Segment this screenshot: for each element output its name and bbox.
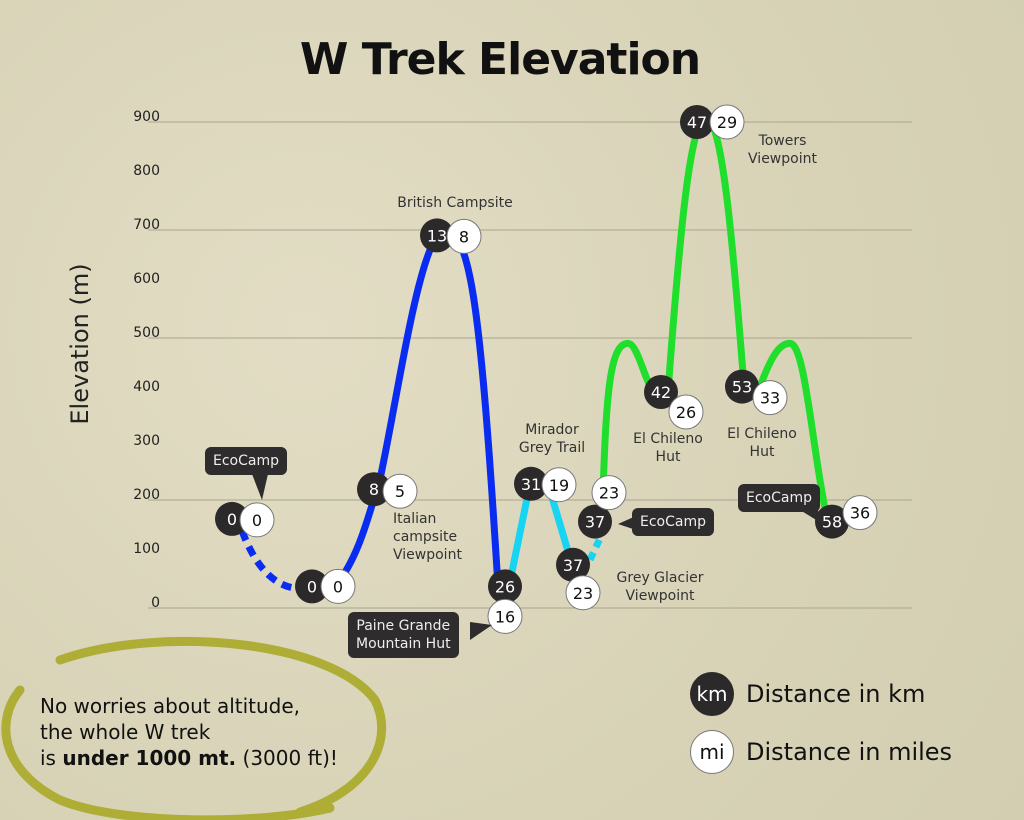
km-value: 0 <box>307 577 317 596</box>
y-tick-label: 100 <box>133 541 160 557</box>
km-marker <box>420 218 454 253</box>
elevation-line <box>586 528 608 562</box>
km-value: 26 <box>495 577 515 596</box>
km-marker <box>578 504 612 539</box>
km-value: 37 <box>563 556 583 575</box>
mi-value: 29 <box>717 113 737 132</box>
y-tick-label: 900 <box>133 109 160 125</box>
waypoint-marker: 53 33 <box>725 369 788 416</box>
km-marker <box>357 472 391 507</box>
mi-marker <box>709 104 745 140</box>
km-marker <box>725 369 759 404</box>
waypoint-marker: 13 8 <box>420 218 482 254</box>
mi-marker <box>382 473 418 509</box>
km-value: 47 <box>687 113 707 132</box>
km-value: 13 <box>427 226 447 245</box>
mi-value: 26 <box>676 403 696 422</box>
mi-value: 23 <box>599 484 619 503</box>
km-value: 58 <box>822 513 842 532</box>
km-marker <box>556 547 590 582</box>
km-value: 37 <box>585 513 605 532</box>
mi-value: 0 <box>333 577 343 596</box>
y-tick-label: 300 <box>133 433 160 449</box>
waypoint-marker: 31 19 <box>514 466 577 503</box>
km-marker <box>295 569 329 604</box>
callout-ecocamp-mid: EcoCamp <box>632 508 714 536</box>
mi-value: 0 <box>252 511 262 530</box>
mi-marker <box>842 495 878 531</box>
km-value: 0 <box>227 510 237 529</box>
label-british-campsite: British Campsite <box>397 195 513 211</box>
altitude-note: No worries about altitude,the whole W tr… <box>40 694 338 770</box>
waypoint-marker: 47 29 <box>680 104 745 140</box>
km-marker <box>488 569 522 604</box>
mi-marker <box>487 598 523 634</box>
km-marker <box>644 375 678 409</box>
waypoint-marker: 37 23 <box>578 475 627 539</box>
mi-marker <box>541 467 577 503</box>
mi-value: 5 <box>395 482 405 501</box>
callout-ecocamp-end: EcoCamp <box>738 484 820 512</box>
y-tick-label: 700 <box>133 217 160 233</box>
elevation-line <box>238 529 306 592</box>
mi-marker <box>239 502 275 538</box>
y-tick-label: 600 <box>133 271 160 287</box>
y-tick-label: 800 <box>133 163 160 179</box>
mi-marker-icon: mi <box>690 730 734 774</box>
km-marker <box>680 105 714 139</box>
y-tick-label: 200 <box>133 487 160 503</box>
y-tick-label: 0 <box>151 595 160 611</box>
mi-value: 8 <box>459 227 469 246</box>
mi-value: 33 <box>760 389 780 408</box>
km-value: 8 <box>369 480 379 499</box>
mi-value: 36 <box>850 504 870 523</box>
mi-marker <box>320 568 356 604</box>
mi-value: 19 <box>549 476 569 495</box>
highlight-ellipse <box>1 636 387 820</box>
km-marker-icon: km <box>690 672 734 716</box>
y-tick-label: 500 <box>133 325 160 341</box>
mi-marker <box>565 575 601 611</box>
km-value: 53 <box>732 378 752 397</box>
mi-marker <box>591 475 627 511</box>
callout-ecocamp-start: EcoCamp <box>205 447 287 475</box>
mi-marker <box>752 380 788 416</box>
km-marker <box>815 504 849 539</box>
km-value: 42 <box>651 383 671 402</box>
mi-marker <box>446 218 482 254</box>
mi-marker <box>668 394 704 430</box>
chart-title: W Trek Elevation <box>299 34 701 85</box>
elevation-line <box>331 225 502 590</box>
km-value: 31 <box>521 475 541 494</box>
waypoint-marker: 58 36 <box>815 495 878 539</box>
mi-value: 23 <box>573 584 593 603</box>
km-marker <box>215 501 249 536</box>
mi-value: 16 <box>495 607 515 626</box>
waypoint-marker: 42 26 <box>644 375 704 430</box>
km-marker <box>514 466 548 501</box>
waypoint-marker: 26 16 <box>487 569 523 634</box>
y-tick-label: 400 <box>133 379 160 395</box>
